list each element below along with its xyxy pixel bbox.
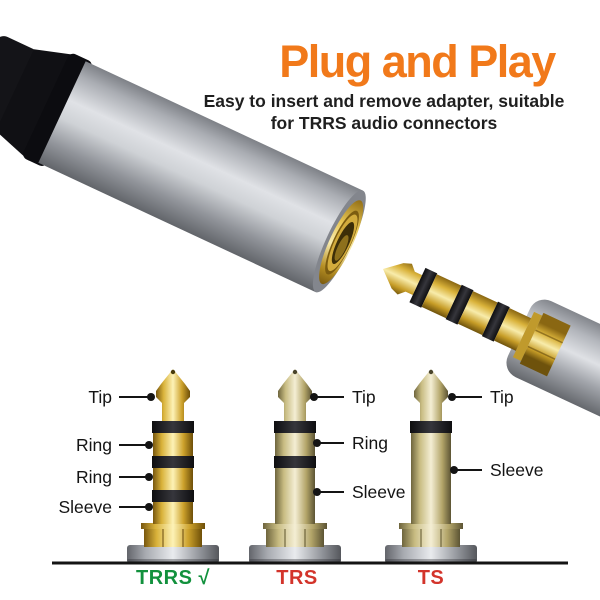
trs-pin-label-sleeve: Sleeve: [352, 482, 406, 502]
trrs-pin-label-ring2: Ring: [76, 467, 112, 487]
ts-pin-label-sleeve: Sleeve: [490, 460, 544, 480]
trrs-connector-figure: [127, 369, 219, 563]
subtitle-line-1: Easy to insert and remove adapter, suita…: [203, 91, 565, 111]
ts-connector-figure: [385, 369, 477, 563]
male-plug-hex-base: [519, 312, 571, 377]
caption-ts: TS: [417, 567, 445, 589]
strain-relief-collar: [0, 36, 92, 166]
male-plug-tip: [383, 263, 423, 296]
male-plug-barrel: [506, 299, 600, 497]
subtitle-line-2: for TRRS audio connectors: [270, 113, 498, 133]
subtitle: Easy to insert and remove adapter, suita…: [188, 90, 580, 134]
trrs-pin-label-sleeve: Sleeve: [58, 497, 112, 517]
page-title: Plug and Play: [279, 36, 556, 87]
trs-pin-label-ring: Ring: [352, 433, 388, 453]
callout-lines: [119, 393, 482, 511]
trs-pin-label-tip: Tip: [352, 387, 376, 407]
trrs-pin-label-ring1: Ring: [76, 435, 112, 455]
caption-trrs: TRRS √: [136, 567, 210, 589]
trrs-pin-label-tip: Tip: [88, 387, 112, 407]
ts-pin-label-tip: Tip: [490, 387, 514, 407]
caption-trs: TRS: [276, 567, 318, 589]
male-plug-flange: [512, 311, 543, 361]
male-trrs-plug-photo: [383, 263, 600, 497]
female-jack-gold-opening: [319, 200, 364, 285]
female-jack-photo: [0, 0, 366, 293]
trs-connector-figure: [249, 369, 341, 563]
